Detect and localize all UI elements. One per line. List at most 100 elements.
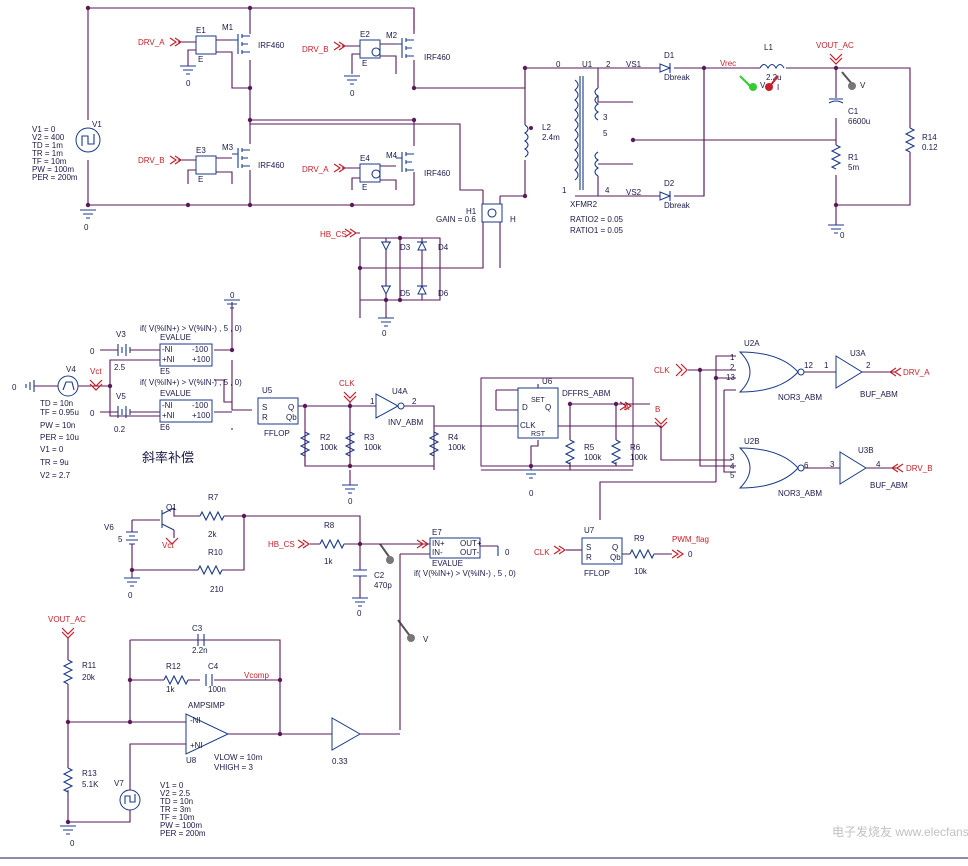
label-refs-d4: D4 [438, 243, 449, 252]
label-refs-m2: M2 [386, 31, 398, 40]
label-refs-e4: E4 [360, 154, 370, 163]
net-drv-a-right: DRV_A [903, 368, 930, 377]
diode-d1 [659, 63, 672, 73]
label-pins-e: E [198, 175, 203, 184]
v7-params: V1 = 0 V2 = 2.5 TD = 10n TR = 3m TF = 10… [160, 781, 206, 838]
label-pins-p13: 13 [726, 373, 735, 382]
label-pins-q: Q [288, 403, 294, 412]
label-pins-p3: 3 [730, 453, 735, 462]
dc-source-v6 [124, 519, 198, 587]
label-pins-p12: 12 [804, 361, 813, 370]
inductor-l2 [524, 124, 533, 158]
label-pins-pin: +NI [162, 355, 175, 364]
label-values-evalue: EVALUE [432, 559, 463, 568]
label-refs-v4: V4 [66, 365, 76, 374]
label-pins-p1: 1 [370, 397, 375, 406]
label-values-ifexpr: if( V(%IN+) > V(%IN-) , 5 , 0) [140, 324, 242, 333]
label-refs-l1: L1 [764, 43, 773, 52]
label-values-l1: 2.2u [766, 73, 782, 82]
flipflop-u5 [257, 397, 299, 425]
label-pins-p4: 4 [605, 186, 610, 195]
label-values-r7: 2k [208, 530, 217, 539]
label-values-ratio1: RATIO1 = 0.05 [570, 226, 624, 235]
label-pins-r: R [586, 553, 592, 562]
label-values-r11: 20k [82, 673, 96, 682]
label-values-zero: 0 [70, 839, 75, 848]
label-values-r1: 5m [848, 163, 859, 172]
label-refs-h1: H1 [466, 207, 477, 216]
label-pins-p2: 2 [866, 361, 871, 370]
label-values-r4: 100k [448, 443, 466, 452]
resistors-r5-r6 [564, 439, 622, 465]
gate-driver-e3 [178, 155, 233, 184]
label-values-r8: 1k [324, 557, 333, 566]
label-values-zero: 0 [505, 548, 510, 557]
v1-pulse-source [75, 127, 101, 153]
label-values-c3: 2.2n [192, 646, 208, 655]
label-values-zero: 0 [128, 591, 133, 600]
label-values-nor: NOR3_ABM [778, 489, 822, 498]
label-values-r14: 0.12 [922, 143, 938, 152]
label-refs-r10: R10 [208, 548, 223, 557]
label-v4-params-1: TF = 0.95u [40, 408, 79, 417]
label-v7-params-4: TF = 10m [160, 813, 195, 822]
probe-markers [379, 71, 856, 642]
label-values-dffrs: DFFRS_ABM [562, 389, 611, 398]
label-pins-r: R [262, 413, 268, 422]
capacitor-c2 [353, 569, 367, 577]
label-refs-u1: U1 [582, 60, 593, 69]
label-refs-d1: D1 [664, 51, 675, 60]
label-refs-v5: V5 [116, 392, 126, 401]
label-values-ampsimp: AMPSIMP [188, 701, 225, 710]
label-refs-r8: R8 [324, 521, 335, 530]
label-pins-e: E [362, 183, 367, 192]
label-refs-u2a: U2A [744, 339, 760, 348]
pulse-source-v4 [25, 359, 160, 417]
label-values-dbreak: Dbreak [664, 201, 691, 210]
label-refs-r1: R1 [848, 153, 859, 162]
label-pins-e: E [198, 55, 203, 64]
diode-bridge [381, 238, 427, 300]
pulse-source-v7 [119, 789, 141, 811]
label-values-zero: 0 [529, 489, 534, 498]
label-refs-e2: E2 [360, 30, 370, 39]
label-v7-params-3: TR = 3m [160, 805, 191, 814]
label-values-c2: 470p [374, 581, 392, 590]
resistors-r2-r3-r4 [299, 431, 440, 457]
label-pins-qb: Qb [610, 553, 621, 562]
resistor-r8 [319, 538, 345, 550]
label-pins-nin: -NI [162, 345, 173, 354]
label-values-r12: 1k [166, 685, 175, 694]
label-pins-set: SET [531, 397, 545, 404]
label-v4-params-6: V2 = 2.7 [40, 471, 71, 480]
label-v4-params-0: TD = 10n [40, 399, 73, 408]
label-pins-p1: 1 [824, 361, 829, 370]
label-refs-c4: C4 [208, 662, 219, 671]
label-refs-v7: V7 [114, 779, 124, 788]
label-refs-d5: D5 [400, 289, 411, 298]
label-pins-v: V [760, 81, 766, 90]
label-values-nor: NOR3_ABM [778, 393, 822, 402]
net-vcomp: Vcomp [244, 671, 269, 680]
label-values-c1: 6600u [848, 117, 870, 126]
label-refs-u2b: U2B [744, 437, 760, 446]
label-pins-i: I [777, 83, 779, 92]
label-refs-v6: V6 [104, 523, 114, 532]
watermark: 电子发烧友 www.elecfans.com [832, 824, 968, 839]
label-v4-params-3: PER = 10u [40, 433, 79, 442]
label-values-zero: 0 [840, 231, 845, 240]
resistor-r14 [904, 127, 916, 153]
label-values-ffop: FFLOP [584, 569, 610, 578]
nor-gate-u2b [738, 447, 805, 489]
label-values-zero: 0 [382, 329, 387, 338]
net-pwm-flag: PWM_flag [672, 535, 709, 544]
net-b: B [655, 405, 660, 414]
net-drv-a-mid: DRV_A [302, 165, 329, 174]
nor-gate-u2a [738, 351, 805, 393]
label-values-h: H [510, 215, 516, 224]
label-pins-p0: 0 [556, 60, 561, 69]
mosfet-m1 [232, 34, 250, 54]
resistor-r9 [629, 548, 655, 560]
net-hb-cs-lower: HB_CS [268, 540, 295, 549]
label-v1-params-0: V1 = 0 [32, 125, 56, 134]
